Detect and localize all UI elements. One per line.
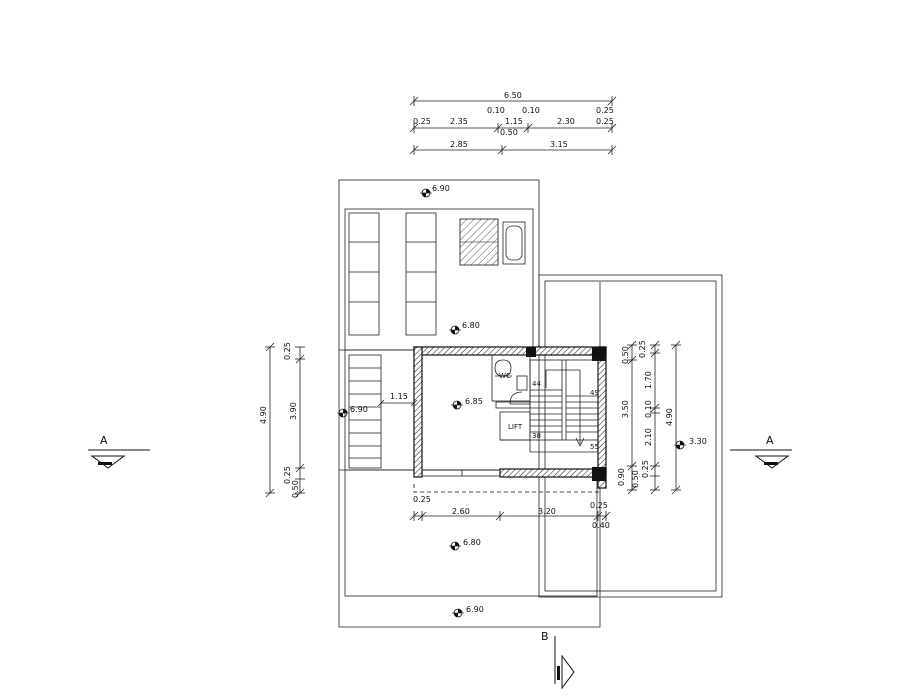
dim-left-inner: 3.90: [289, 402, 298, 420]
svg-text:3.30: 3.30: [689, 437, 707, 446]
lounger-group-left: [348, 212, 380, 336]
dim-top-sub-c: 0.25: [596, 106, 614, 115]
stair-label-44: 44: [532, 380, 541, 388]
dim-left-total: 4.90: [259, 406, 268, 424]
right-dimension-chains: 0.50 0.25 1.70 0.10 2.10 3.50 0.90 0.50 …: [617, 340, 681, 495]
level-marker-room: 6.85: [451, 397, 483, 410]
stair-label-38: 38: [532, 432, 541, 440]
left-steps: [348, 354, 382, 469]
level-marker-bottom: 6.90: [452, 605, 484, 618]
wc-label: WC: [499, 372, 511, 380]
dim-bottom-a: 0.25: [413, 495, 431, 504]
wc-room: [491, 354, 531, 409]
bathtub-icon: [502, 221, 526, 265]
dim-bottom-e: 0.40: [592, 521, 610, 530]
core-building: WC LIFT: [413, 346, 607, 493]
dim-left-top: 0.25: [283, 342, 292, 360]
section-b-label: B: [541, 630, 549, 643]
left-dimension-chains: 4.90 3.90 0.25 0.25 0.50: [259, 342, 305, 498]
dim-bottom-c: 3.20: [538, 507, 556, 516]
dim-row2-e: 0.25: [596, 117, 614, 126]
dim-right-b: 0.25: [638, 340, 647, 358]
dim-gap: 1.15: [390, 392, 408, 401]
svg-text:6.90: 6.90: [432, 184, 450, 193]
dim-top-sub-b: 0.10: [522, 106, 540, 115]
lower-terrace: [338, 350, 601, 628]
upper-terrace: [338, 179, 540, 351]
svg-text:6.90: 6.90: [350, 405, 368, 414]
dim-right-i: 0.25: [641, 460, 650, 478]
gap-dimension: 1.15: [377, 392, 418, 407]
lift-label: LIFT: [508, 423, 523, 431]
stair-core: [529, 359, 599, 453]
dim-right-a: 0.50: [621, 346, 630, 364]
section-marker-a-left: A: [88, 434, 150, 469]
level-marker-right: 3.30: [674, 437, 707, 450]
svg-text:6.90: 6.90: [466, 605, 484, 614]
level-marker-top: 6.90: [420, 184, 450, 198]
dim-right-f: 3.50: [621, 400, 630, 418]
dim-right-total: 4.90: [665, 408, 674, 426]
dim-row2-d: 2.30: [557, 117, 575, 126]
svg-text:6.85: 6.85: [465, 397, 483, 406]
dim-top-sub-a: 0.10: [487, 106, 505, 115]
dim-row2-b: 2.35: [450, 117, 468, 126]
stair-label-49: 49: [590, 389, 599, 397]
dim-top-total: 6.50: [504, 91, 522, 100]
dim-right-d: 0.10: [644, 400, 653, 418]
right-terrace: [538, 274, 723, 598]
svg-text:6.80: 6.80: [462, 321, 480, 330]
svg-text:6.80: 6.80: [463, 538, 481, 547]
dim-right-g: 0.90: [617, 468, 626, 486]
lounger-group-right: [405, 212, 437, 336]
dim-row3-a: 2.85: [450, 140, 468, 149]
section-a-left-label: A: [100, 434, 108, 447]
dim-row2-c: 1.15: [505, 117, 523, 126]
dim-left-bot1: 0.25: [283, 466, 292, 484]
level-marker-left: 6.90: [337, 405, 368, 418]
dim-bottom-b: 2.60: [452, 507, 470, 516]
section-marker-b: B: [541, 630, 575, 690]
level-marker-upper-terrace: 6.80: [449, 321, 480, 335]
dim-bottom-d: 0.25: [590, 501, 608, 510]
dim-left-bot2: 0.50: [291, 480, 300, 498]
dim-right-h: 0.50: [631, 470, 640, 488]
level-marker-lower-terrace: 6.80: [449, 538, 481, 551]
section-a-right-label: A: [766, 434, 774, 447]
dim-row3-b: 3.15: [550, 140, 568, 149]
dim-right-e: 2.10: [644, 428, 653, 446]
dim-right-c: 1.70: [644, 371, 653, 389]
bottom-dimension-chain: 0.25 2.60 3.20 0.25 0.40: [409, 495, 611, 530]
stair-label-55: 55: [590, 443, 599, 451]
dim-row2-a: 0.25: [413, 117, 431, 126]
top-dimension-chains: 6.50 0.10 0.10 0.25 0.25 2.35 1.15 2.30 …: [409, 91, 617, 155]
dim-row2-f: 0.50: [500, 128, 518, 137]
section-marker-a-right: A: [730, 434, 792, 469]
